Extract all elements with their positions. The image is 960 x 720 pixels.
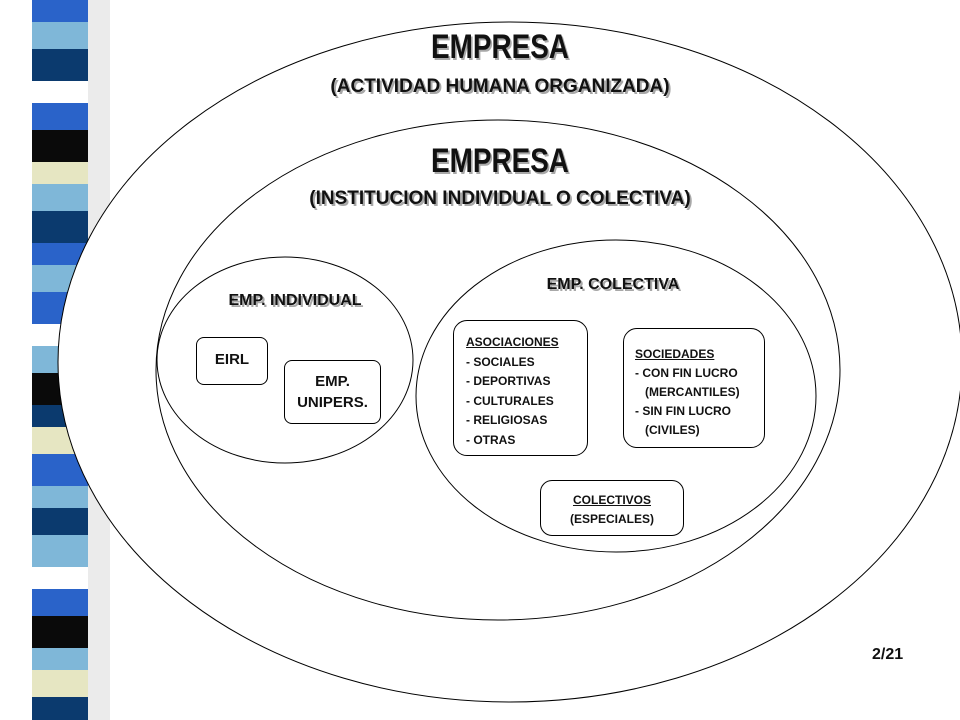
stripe-block [32,162,88,184]
sociedades-item: - SIN FIN LUCRO [635,404,731,418]
stripe-block [32,670,88,697]
stripe-block [32,22,88,49]
unipers-line-1: EMP. [315,373,350,390]
middle-subtitle: (INSTITUCION INDIVIDUAL O COLECTIVA) [309,188,691,209]
outer-title: EMPRESA [431,28,569,66]
eirl-box: EIRL [196,337,268,385]
asociaciones-item: - SOCIALES [466,354,535,369]
stripe-block [32,243,88,265]
stripe-block [32,508,88,535]
stripe-block [32,49,88,81]
stripe-block [32,589,88,616]
unipers-box: EMP. UNIPERS. [284,360,381,424]
colectivos-box: COLECTIVOS (ESPECIALES) [540,480,684,536]
asociaciones-heading: ASOCIACIONES [466,335,559,349]
sociedades-box: SOCIEDADES - CON FIN LUCRO (MERCANTILES)… [623,328,765,448]
stripe-block [32,567,88,589]
stripe-block [32,535,88,567]
colectivos-sub: (ESPECIALES) [569,512,654,526]
individual-title: EMP. INDIVIDUAL [228,292,362,309]
colectiva-title: EMP. COLECTIVA [546,276,680,293]
stripe-block [32,616,88,648]
stripe-block [32,130,88,162]
stripe-block [32,0,88,22]
sociedades-item: - CON FIN LUCRO [635,366,738,380]
stripe-block [32,211,88,243]
page-number: 2/21 [872,646,904,663]
eirl-label: EIRL [214,351,250,368]
colectiva-ellipse [415,239,817,553]
stripe-block [32,184,88,211]
sociedades-item: (CIVILES) [645,423,700,437]
middle-title: EMPRESA [431,142,569,180]
asociaciones-item: - DEPORTIVAS [466,374,551,388]
asociaciones-item: - CULTURALES [466,393,554,408]
stripe-block [32,697,88,720]
stripe-block [32,648,88,670]
asociaciones-item: - OTRAS [466,432,516,447]
stripe-block [32,81,88,103]
unipers-line-2: UNIPERS. [297,394,368,411]
asociaciones-item: - RELIGIOSAS [466,413,548,427]
asociaciones-box: ASOCIACIONES - SOCIALES - DEPORTIVAS - C… [453,320,588,456]
stripe-block [32,486,88,508]
outer-subtitle: (ACTIVIDAD HUMANA ORGANIZADA) [330,76,670,97]
stripe-block [32,103,88,130]
colectivos-heading: COLECTIVOS [572,493,651,507]
sociedades-heading: SOCIEDADES [635,347,715,361]
sociedades-item: (MERCANTILES) [645,385,740,399]
